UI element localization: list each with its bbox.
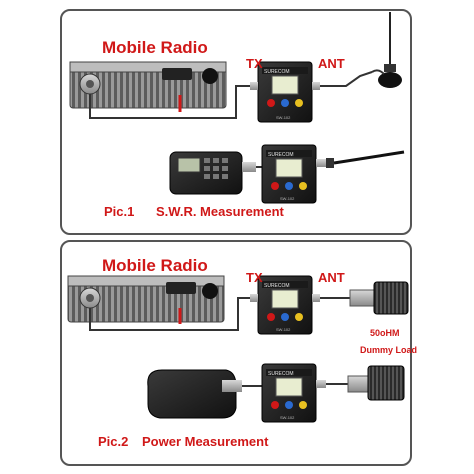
meter-brand-label: SURECOM (264, 69, 290, 75)
tx-port-label: TX (246, 56, 263, 71)
antenna-icon (326, 150, 405, 168)
load-value-label: 50oHM (370, 328, 400, 338)
antenna-icon (371, 12, 402, 88)
swr-meter-icon (250, 275, 320, 335)
tx-port-label: TX (246, 270, 263, 285)
meter-model-label: SW-102 (276, 327, 291, 332)
swr-measurement-panel (60, 9, 412, 235)
swr-meter-icon (261, 144, 326, 204)
load-name-label: Dummy Load (360, 345, 418, 355)
mobile-radio-icon (69, 61, 227, 112)
caption-text: S.W.R. Measurement (156, 204, 284, 219)
dummy-load-icon (347, 365, 405, 401)
meter-model-label: SW-102 (280, 415, 295, 420)
caption-number: Pic.1 (104, 204, 135, 219)
ant-port-label: ANT (318, 270, 345, 285)
ant-port-label: ANT (318, 56, 345, 71)
handheld-radio-icon (169, 151, 256, 195)
swr-meter-icon (250, 61, 320, 123)
mobile-radio-title: Mobile Radio (102, 38, 208, 57)
meter-model-label: SW-102 (280, 196, 295, 201)
handheld-radio-icon (147, 369, 242, 419)
caption-number: Pic.2 (98, 434, 129, 449)
meter-model-label: SW-102 (276, 115, 291, 120)
meter-brand-label: SURECOM (268, 152, 294, 158)
caption-text: Power Measurement (142, 434, 269, 449)
dummy-load-icon (349, 281, 409, 315)
swr-meter-icon (261, 363, 326, 423)
mobile-radio-icon (67, 275, 225, 324)
meter-brand-label: SURECOM (268, 371, 294, 377)
meter-brand-label: SURECOM (264, 283, 290, 289)
mobile-radio-title: Mobile Radio (102, 256, 208, 275)
